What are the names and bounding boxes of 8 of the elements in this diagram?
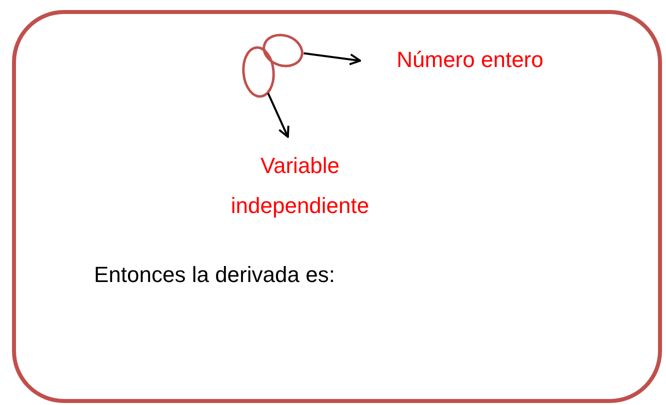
arrow bbox=[304, 52, 362, 66]
annotation-text: Variable independiente bbox=[200, 146, 400, 226]
annotation-text: Número entero bbox=[370, 40, 570, 80]
body-text: Entonces la derivada es: bbox=[94, 262, 335, 288]
arrow bbox=[267, 92, 290, 138]
ellipse-mark bbox=[262, 34, 304, 67]
ellipse-mark bbox=[242, 46, 275, 98]
rounded-frame bbox=[12, 10, 662, 403]
